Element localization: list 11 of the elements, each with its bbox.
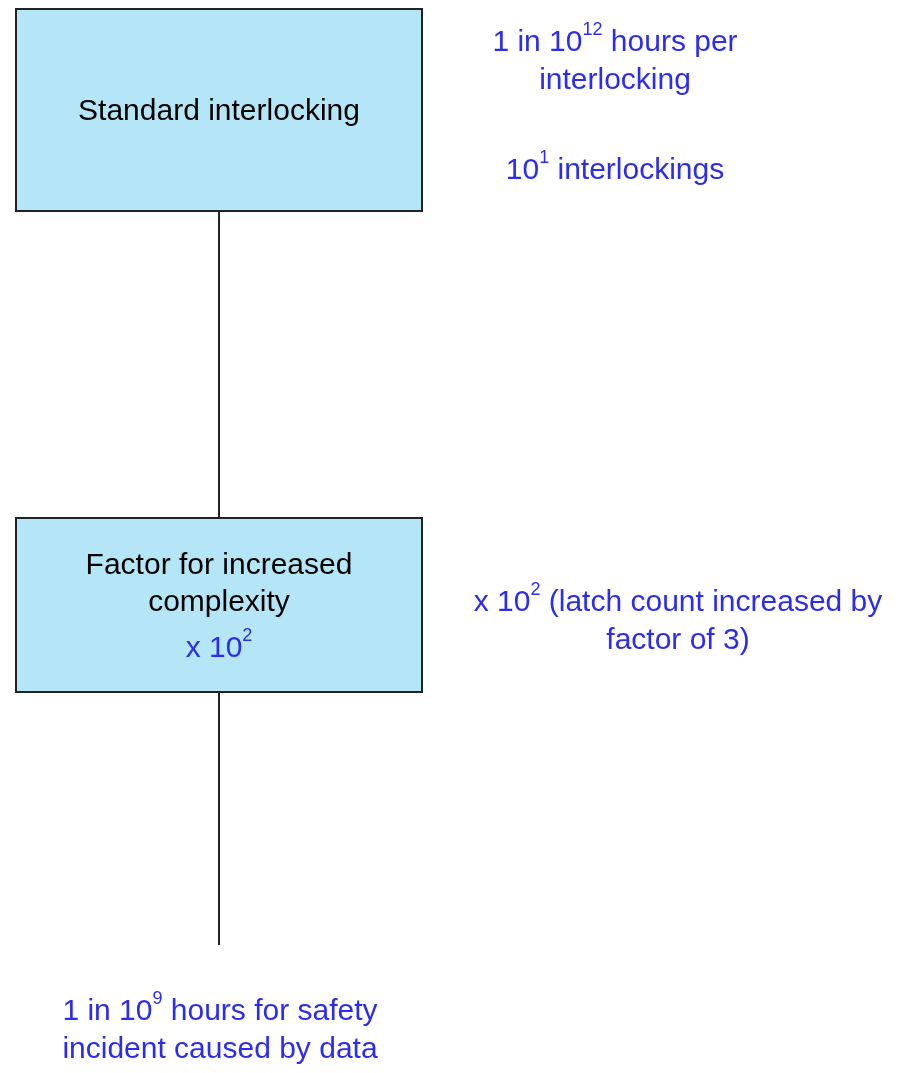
box-label: Standard interlocking [78,92,360,129]
factor-value: x 10$^{2}$ [185,627,253,665]
result-text: 1 in 10$^{9}$ hours for safety incident caused by data [61,991,379,1066]
annotation-text: 10$^{1}$ interlockings [504,150,726,187]
annotation-text: x 10$^{2}$ (latch count increased by factor of 3) [472,582,884,657]
box-label: Factor for increased complexity [84,545,354,620]
connector-line [218,692,220,946]
process-box [15,517,423,693]
process-box [15,8,423,212]
connector-line [218,211,220,518]
annotation-text: 1 in 10$^{12}$ hours per interlocking [491,22,739,97]
